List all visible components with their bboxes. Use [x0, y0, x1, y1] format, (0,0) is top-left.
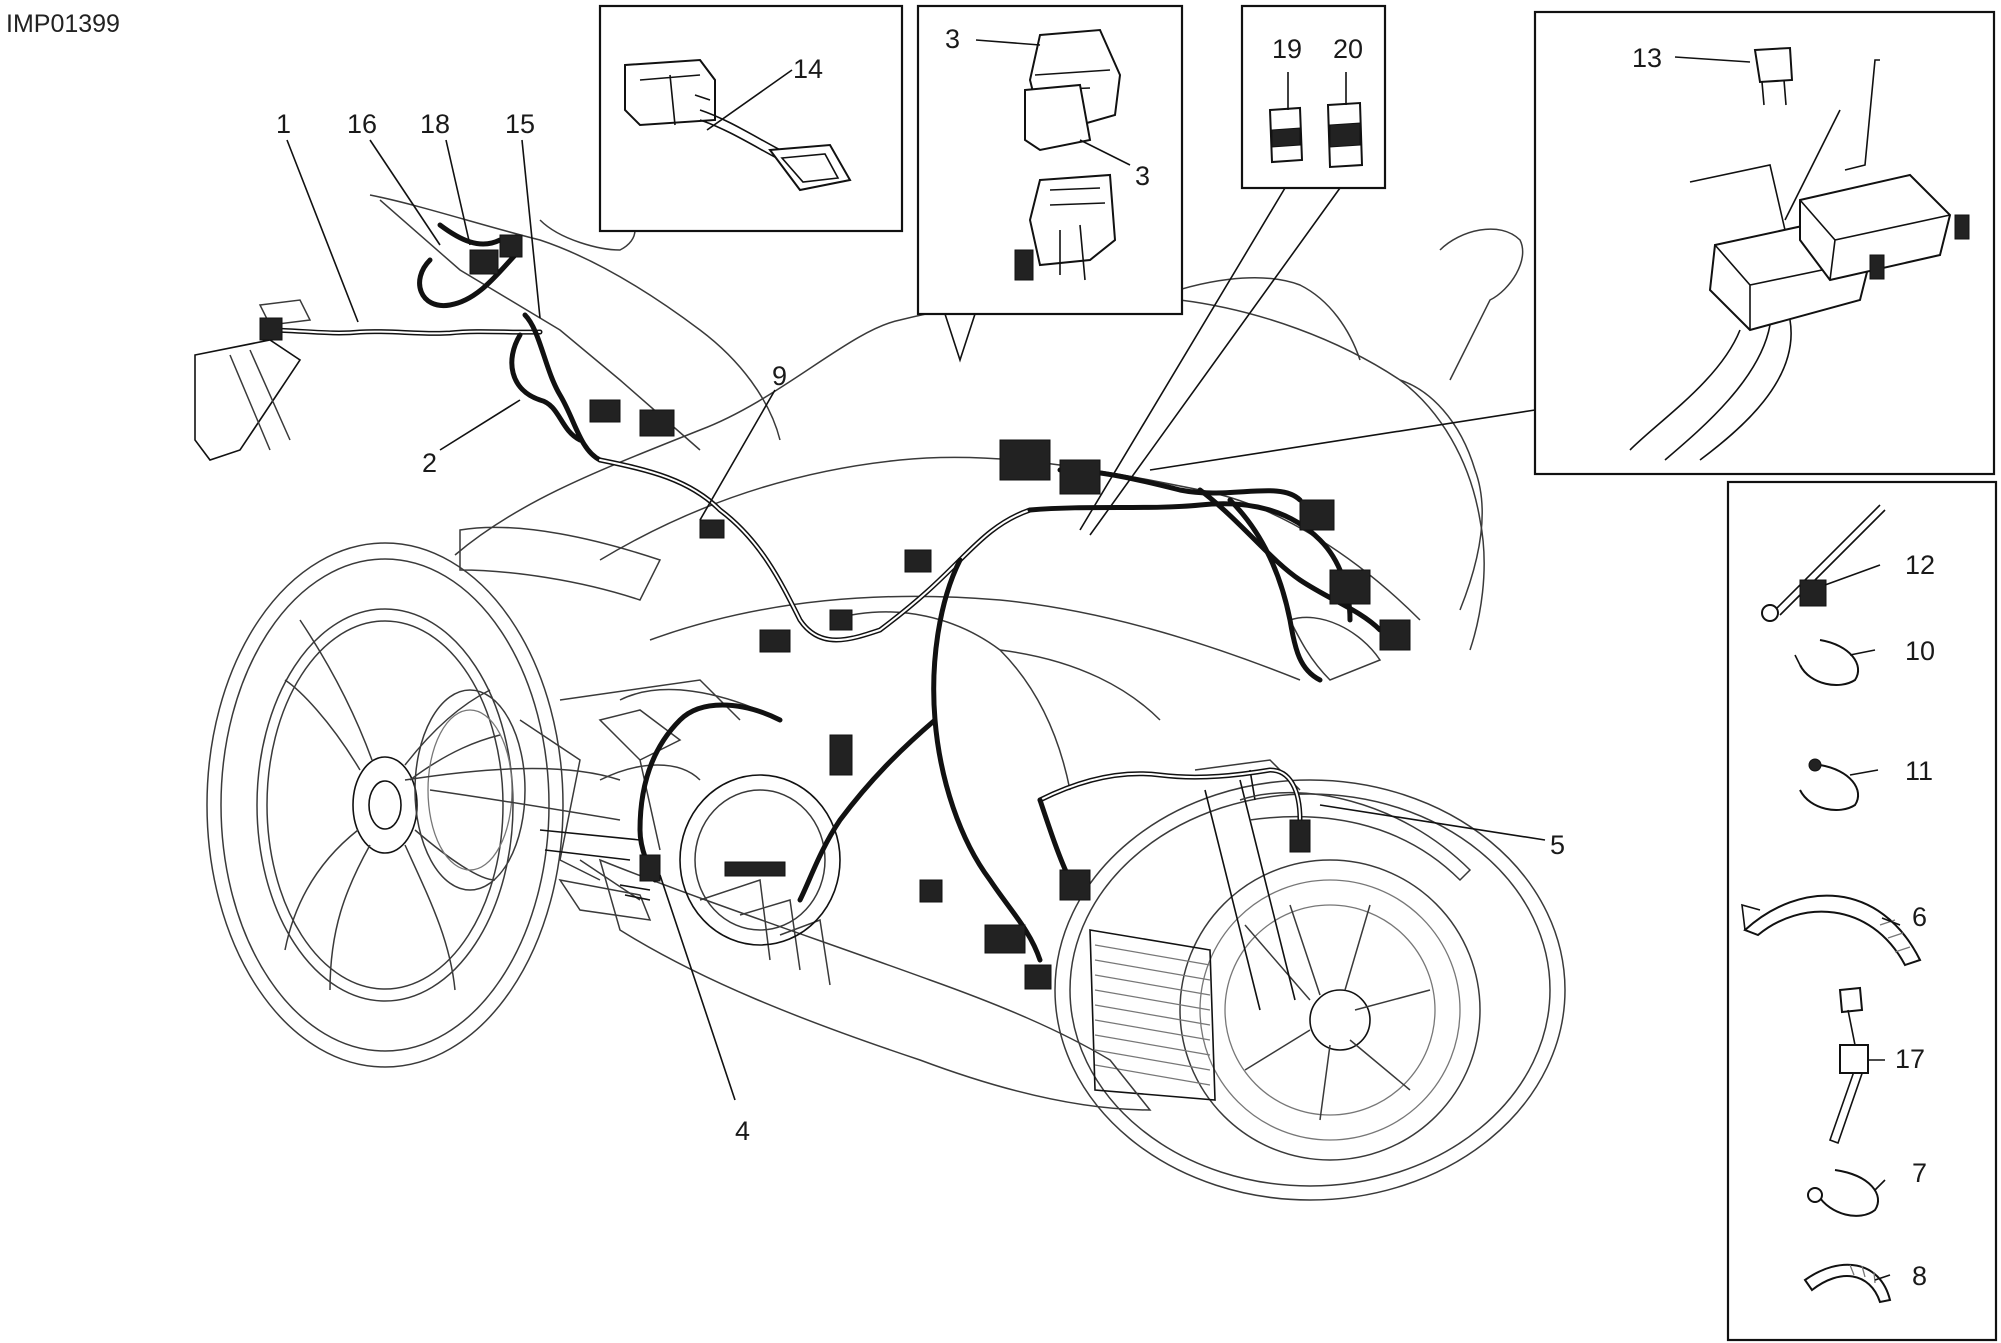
inset-box-19-20: [1240, 4, 1387, 190]
image-code: IMP01399: [6, 10, 120, 38]
fairing: [454, 228, 1524, 1111]
callout-13: 13: [1632, 43, 1662, 73]
callout-5: 5: [1550, 830, 1565, 860]
callout-4: 4: [735, 1116, 750, 1146]
callout-18: 18: [420, 109, 450, 139]
callout-8: 8: [1912, 1261, 1927, 1291]
motorcycle-illustration: [194, 194, 1566, 1201]
callout-19: 19: [1272, 34, 1302, 64]
callout-1: 1: [276, 109, 291, 139]
inset-box-accessories: [1726, 480, 1998, 1342]
callout-labels: 1 16 18 15 2 9 14 3 3 19 20 13 12 10 11 …: [276, 24, 1935, 1291]
callout-15: 15: [505, 109, 535, 139]
wiring-harness: [259, 222, 1411, 990]
inset-box-3: [916, 4, 1184, 316]
callout-16: 16: [347, 109, 377, 139]
callout-7: 7: [1912, 1158, 1927, 1188]
callout-20: 20: [1333, 34, 1363, 64]
callout-10: 10: [1905, 636, 1935, 666]
radiator: [1089, 929, 1216, 1101]
callout-3-bottom: 3: [1135, 161, 1150, 191]
callout-3-top: 3: [945, 24, 960, 54]
callout-9: 9: [772, 361, 787, 391]
inset-box-13: [1533, 10, 1996, 476]
inset-box-14: [598, 4, 904, 233]
tail-section: [194, 194, 781, 601]
callout-12: 12: [1905, 550, 1935, 580]
callout-17: 17: [1895, 1044, 1925, 1074]
front-wheel: [1054, 779, 1566, 1201]
callout-14: 14: [793, 54, 823, 84]
callout-6: 6: [1912, 902, 1927, 932]
callout-11: 11: [1905, 756, 1933, 786]
leader-lines: [286, 39, 1901, 1281]
callout-2: 2: [422, 448, 437, 478]
rear-wheel: [206, 542, 564, 1068]
